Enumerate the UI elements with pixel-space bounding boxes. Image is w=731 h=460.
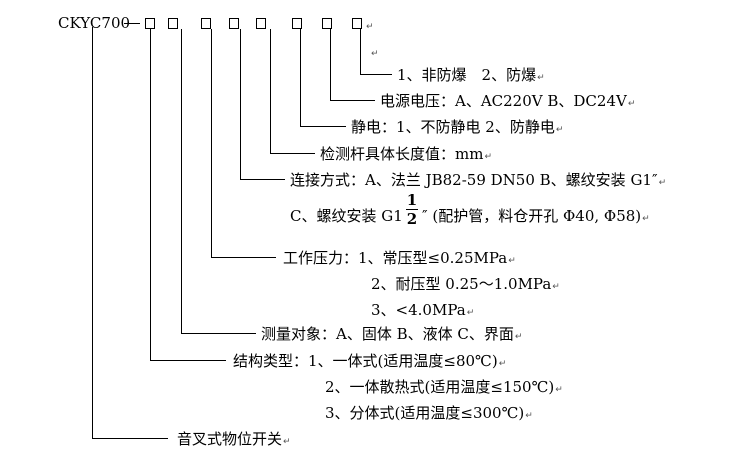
connection-option-c: C、螺纹安装 G1 [290,207,403,225]
leader-line-h-7 [181,333,256,334]
leader-line-v-8 [150,29,151,361]
code-box-6 [292,18,302,29]
leader-line-h-8 [150,360,226,361]
measured-object-options: 测量对象：A、固体 B、液体 C、界面↵ [261,325,523,343]
line-end-mark: ↵ [371,49,379,59]
structure-option-3: 3、分体式(适用温度≤300℃)↵ [325,404,533,422]
leader-line-h-5 [240,179,285,180]
code-box-1 [145,18,155,29]
code-box-4 [229,18,239,29]
code-box-8 [352,18,362,29]
leader-line-h-1 [360,74,392,75]
code-box-7 [322,18,332,29]
leader-line-v-2 [330,29,331,100]
leader-line-h-6 [211,257,276,258]
product-name: 音叉式物位开关↵ [177,430,291,448]
structure-type-options: 结构类型：1、一体式(适用温度≤80℃)↵ [233,352,507,370]
leader-line-h-4 [270,153,315,154]
leader-line-v-1 [360,29,361,75]
pressure-option-3: 3、<4.0MPa↵ [371,301,475,319]
thread-size-fraction: 1 2 [406,191,418,228]
leader-line-v-7 [181,29,182,334]
code-box-3 [201,18,211,29]
leader-line-v-9 [92,27,93,439]
power-supply-options: 电源电压：A、AC220V B、DC24V↵ [380,92,636,110]
leader-line-h-3 [300,126,346,127]
probe-length-label: 检测杆具体长度值：mm↵ [320,145,492,163]
line-end-mark: ↵ [366,22,374,32]
code-box-2 [168,18,178,29]
leader-line-v-3 [300,29,301,127]
leader-line-h-9 [92,438,168,439]
pressure-option-2: 2、耐压型 0.25～1.0MPa↵ [371,275,560,293]
leader-line-h-2 [330,100,375,101]
structure-option-2: 2、一体散热式(适用温度≤150℃)↵ [325,378,563,396]
pressure-options: 工作压力：1、常压型≤0.25MPa↵ [283,249,516,267]
connection-options: 连接方式：A、法兰 JB82-59 DN50 B、螺纹安装 G1″↵ [290,171,667,189]
code-dash [124,23,140,24]
explosion-proof-options: 1、非防爆 2、防爆↵ [397,66,545,84]
static-options: 静电：1、不防静电 2、防静电↵ [351,118,564,136]
connection-option-c-note: ″ (配护管，料仓开孔 Φ40, Φ58)↵ [422,207,650,225]
code-box-5 [256,18,266,29]
leader-line-v-6 [211,29,212,258]
leader-line-v-4 [270,29,271,154]
leader-line-v-5 [240,29,241,180]
model-code-prefix: CKYC700 [58,14,131,32]
